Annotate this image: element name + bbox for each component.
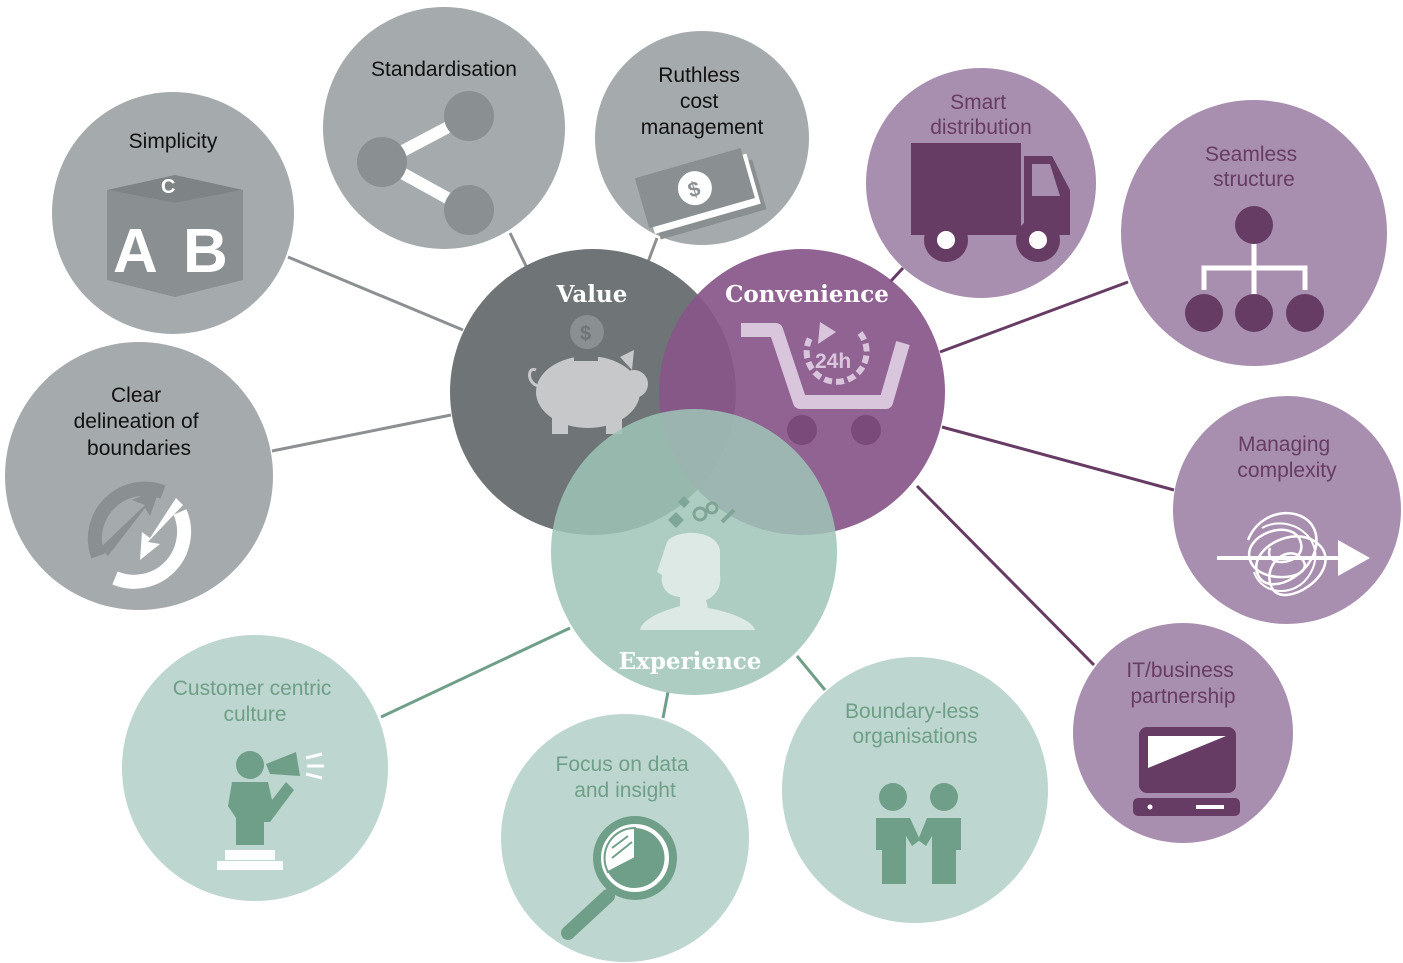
node-itbusiness: IT/business partnership bbox=[1073, 623, 1293, 843]
focus-label: Focus on data and insight bbox=[556, 753, 695, 802]
bubble-clear bbox=[5, 342, 273, 610]
cube-letter-c: C bbox=[161, 176, 175, 198]
smart-label: Smart distribution bbox=[930, 91, 1032, 139]
megaphone-person-icon bbox=[217, 751, 324, 870]
share-icon bbox=[357, 91, 494, 235]
connector-clear bbox=[271, 413, 452, 453]
node-simplicity: Simplicity C A B bbox=[52, 92, 294, 334]
cube-letter-a: A bbox=[113, 217, 158, 286]
tangle-arrow-icon bbox=[1217, 511, 1370, 597]
hub-experience-label: Experience bbox=[619, 648, 762, 675]
cart-24h-text: 24h bbox=[815, 350, 851, 373]
cart-24h-icon: 24h bbox=[741, 322, 910, 445]
hub-value-label: Value bbox=[556, 281, 628, 308]
seamless-label: Seamless structure bbox=[1205, 143, 1303, 191]
connector-managing bbox=[941, 425, 1175, 492]
node-focus: Focus on data and insight bbox=[501, 714, 749, 962]
node-customer: Customer centric culture bbox=[122, 635, 388, 901]
magnifier-chart-icon bbox=[561, 816, 677, 940]
coin-dollar-sign: $ bbox=[580, 323, 591, 345]
node-smart: Smart distribution bbox=[866, 68, 1096, 298]
computer-icon bbox=[1133, 727, 1240, 816]
connector-itbusiness bbox=[915, 484, 1096, 667]
two-people-icon bbox=[876, 783, 961, 884]
node-managing: Managing complexity bbox=[1173, 396, 1401, 624]
node-boundaryless: Boundary-less organisations bbox=[782, 657, 1048, 923]
piggy-bank-icon: $ bbox=[528, 315, 648, 434]
abc-block-icon: C A B bbox=[107, 175, 243, 297]
org-chart-icon bbox=[1185, 206, 1324, 332]
connector-boundaryless bbox=[795, 655, 827, 691]
bubble-boundaryless bbox=[782, 657, 1048, 923]
itbusiness-label: IT/business partnership bbox=[1126, 659, 1239, 708]
truck-icon bbox=[911, 143, 1070, 262]
connector-focus bbox=[661, 691, 670, 719]
node-clear: Clear delineation of boundaries bbox=[5, 342, 273, 610]
cash-icon: $ bbox=[634, 147, 767, 240]
boundaryless-label: Boundary-less organisations bbox=[845, 700, 985, 748]
thinking-head-icon bbox=[640, 496, 755, 630]
connector-simplicity bbox=[287, 255, 464, 332]
sync-arrows-icon bbox=[87, 481, 192, 589]
connector-customer bbox=[380, 626, 571, 719]
connectors bbox=[271, 232, 1175, 719]
connector-smart bbox=[888, 266, 905, 284]
standardisation-label: Standardisation bbox=[371, 58, 517, 81]
connector-ruthless bbox=[646, 237, 659, 263]
ruthless-label: Ruthless cost management bbox=[641, 64, 764, 139]
connector-standardisation bbox=[508, 232, 529, 269]
connector-seamless bbox=[939, 280, 1129, 354]
customer-label: Customer centric culture bbox=[173, 677, 338, 726]
cube-letter-b: B bbox=[183, 217, 228, 286]
node-standardisation: Standardisation bbox=[323, 7, 565, 249]
clear-label: Clear delineation of boundaries bbox=[74, 384, 205, 460]
managing-label: Managing complexity bbox=[1237, 433, 1337, 482]
hub-convenience-label: Convenience bbox=[725, 281, 889, 308]
node-seamless: Seamless structure bbox=[1121, 100, 1387, 366]
hub-experience bbox=[551, 409, 837, 695]
simplicity-label: Simplicity bbox=[129, 130, 218, 153]
node-ruthless: Ruthless cost management $ bbox=[595, 31, 809, 245]
